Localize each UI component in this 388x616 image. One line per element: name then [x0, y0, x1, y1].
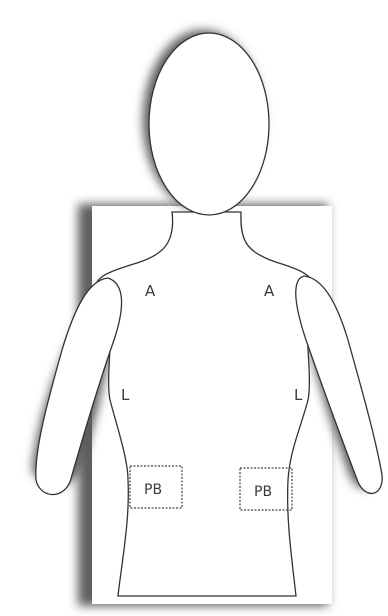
label-left-pb: PB	[144, 482, 162, 498]
label-right-pb: PB	[254, 484, 272, 500]
label-left-l: L	[121, 386, 130, 404]
head-outline	[149, 33, 269, 215]
label-right-l: L	[294, 386, 303, 404]
label-left-a: A	[145, 282, 156, 300]
torso-outline	[94, 212, 318, 596]
label-right-a: A	[264, 282, 275, 300]
